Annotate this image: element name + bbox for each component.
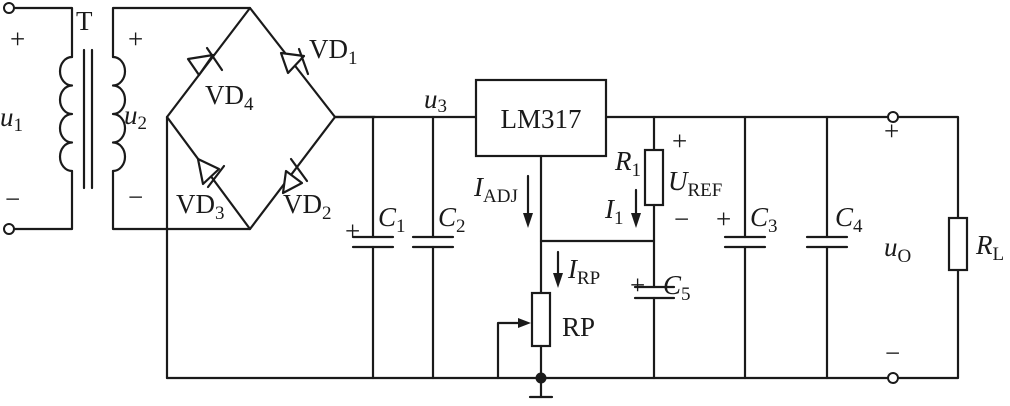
- output-terminal-top: [887, 111, 899, 123]
- diode-vd3: [196, 157, 226, 189]
- rl-label: RL: [975, 230, 1004, 265]
- uo-label: uO: [884, 232, 911, 267]
- input-plus-sign: +: [10, 24, 25, 54]
- uref-plus-sign: +: [672, 126, 687, 156]
- adj-network: [539, 115, 665, 295]
- capacitor-c2: [411, 115, 455, 380]
- i1-label: I1: [604, 194, 624, 229]
- transformer-secondary-winding: [111, 6, 252, 231]
- u3-label: u3: [424, 84, 447, 117]
- secondary-plus-sign: +: [128, 24, 143, 54]
- c3-plus-sign: +: [716, 204, 731, 234]
- load-resistor-rl: [947, 216, 969, 272]
- vd1-label: VD1: [309, 34, 358, 69]
- capacitor-c1: [351, 115, 395, 380]
- u2-label: u2: [124, 100, 147, 134]
- irp-label: IRP: [567, 254, 600, 289]
- transformer-core: [82, 48, 94, 190]
- diode-vd4: [186, 46, 224, 77]
- c5-plus-sign: +: [630, 270, 645, 300]
- c1-plus-sign: +: [345, 216, 360, 246]
- r1-label: R1: [614, 146, 641, 181]
- uref-label: UREF: [668, 166, 722, 201]
- input-terminal-top: [3, 2, 15, 14]
- arrow-i1: [631, 188, 641, 228]
- diode-vd2: [281, 157, 309, 195]
- arrow-irp: [553, 250, 563, 288]
- ground-symbol: [528, 372, 554, 399]
- vd4-label: VD4: [205, 80, 254, 115]
- c1-label: C1: [378, 202, 406, 237]
- arrow-iadj: [523, 174, 533, 228]
- secondary-minus-sign: −: [128, 182, 143, 212]
- input-terminals: [3, 2, 74, 235]
- c2-label: C2: [438, 202, 466, 237]
- vd2-label: VD2: [283, 189, 332, 224]
- potentiometer-rp: [496, 291, 552, 380]
- iadj-label: IADJ: [473, 172, 518, 207]
- u1-label: u1: [0, 102, 23, 136]
- capacitor-c3: [723, 115, 767, 380]
- vd3-label: VD3: [176, 189, 225, 224]
- output-terminal-bottom: [887, 372, 899, 384]
- c5-label: C5: [663, 270, 691, 305]
- lm317-regulator: LM317: [474, 78, 608, 158]
- input-minus-sign: −: [5, 184, 20, 214]
- output-rail: [604, 115, 960, 380]
- c4-label: C4: [835, 202, 863, 237]
- rp-label: RP: [562, 312, 595, 342]
- uref-minus-sign: −: [674, 204, 689, 234]
- output-minus-sign: −: [885, 338, 900, 368]
- capacitor-c5: [633, 285, 676, 380]
- transformer-label: T: [76, 6, 93, 36]
- transformer-primary-winding: [58, 55, 74, 173]
- input-terminal-bottom: [3, 223, 15, 235]
- resistor-r1: [643, 148, 665, 207]
- c3-label: C3: [750, 202, 778, 237]
- output-terminals: [887, 111, 899, 384]
- output-plus-sign: +: [884, 116, 899, 146]
- capacitor-c4: [805, 115, 849, 380]
- diode-vd1: [279, 47, 310, 76]
- regulator-label: LM317: [501, 104, 582, 134]
